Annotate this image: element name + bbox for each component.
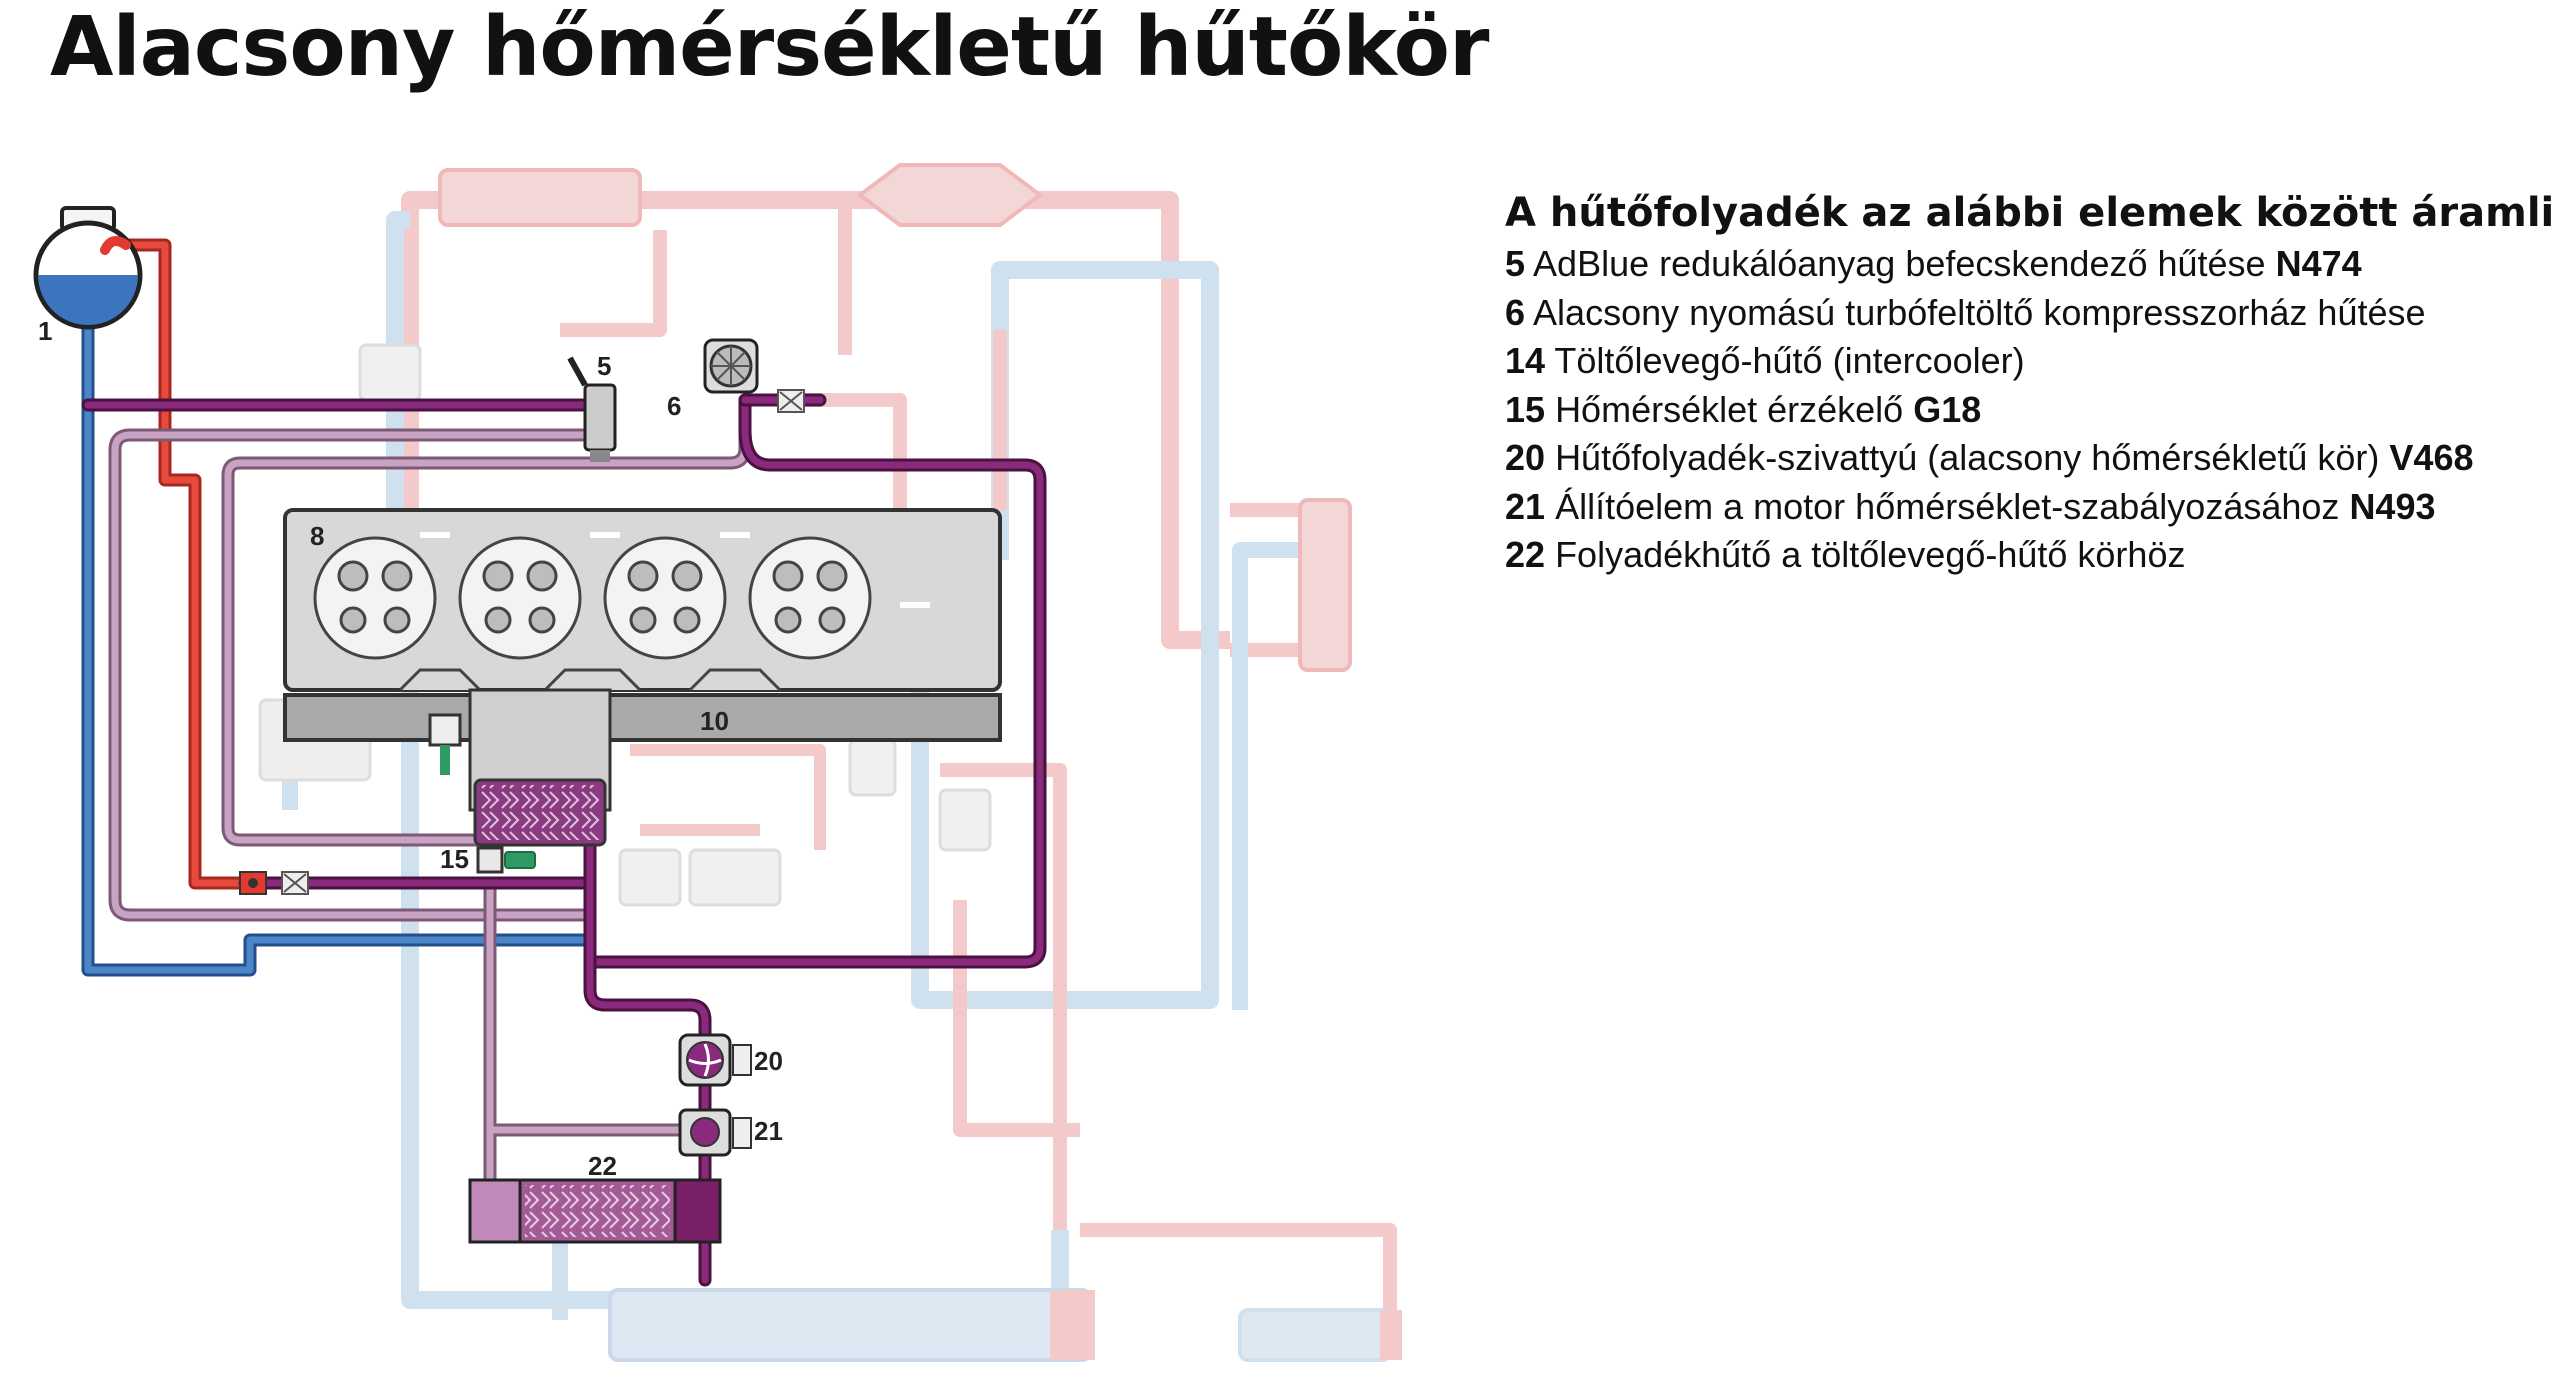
legend-item-code: N474 xyxy=(2275,243,2362,284)
legend-item-code: N493 xyxy=(2349,485,2436,527)
legend-item-number: 22 xyxy=(1505,534,1546,575)
lt-radiator xyxy=(468,1178,722,1244)
legend-item-code: V468 xyxy=(2389,437,2474,478)
legend-item: 21 Állítóelem a motor hőmérséklet-szabál… xyxy=(1505,483,2545,532)
legend-item: 14 Töltőlevegő-hűtő (intercooler) xyxy=(1505,337,2545,386)
legend-item-text: Hűtőfolyadék-szivattyú (alacsony hőmérsé… xyxy=(1555,437,2380,478)
legend-item-text: Folyadékhűtő a töltőlevegő-hűtő körhöz xyxy=(1555,534,2186,575)
label-10: 10 xyxy=(700,706,729,736)
label-1: 1 xyxy=(38,316,52,346)
legend-item-number: 15 xyxy=(1505,388,1546,430)
legend-item: 15 Hőmérséklet érzékelő G18 xyxy=(1505,386,2545,435)
adblue-injector xyxy=(567,356,617,462)
line-valves xyxy=(239,389,805,895)
legend-item-text: AdBlue redukálóanyag befecskendező hűtés… xyxy=(1533,243,2266,284)
legend-item-text: Alacsony nyomású turbófeltöltő kompressz… xyxy=(1533,291,2426,333)
label-15: 15 xyxy=(440,844,469,874)
label-8: 8 xyxy=(310,521,324,551)
legend-item: 6 Alacsony nyomású turbófeltöltő kompres… xyxy=(1505,289,2545,338)
legend: A hűtőfolyadék az alábbi elemek között á… xyxy=(1505,190,2556,580)
legend-item-text: Töltőlevegő-hűtő (intercooler) xyxy=(1554,340,2025,381)
legend-item-number: 20 xyxy=(1505,437,1546,478)
label-5: 5 xyxy=(597,351,611,381)
legend-item: 5 AdBlue redukálóanyag befecskendező hűt… xyxy=(1505,240,2545,289)
intercooler xyxy=(473,778,607,847)
coolant-pump xyxy=(678,1033,752,1087)
legend-item-text: Állítóelem a motor hőmérséklet-szabályoz… xyxy=(1555,485,2340,527)
turbocharger xyxy=(703,338,759,394)
legend-item-code: G18 xyxy=(1913,388,1982,430)
legend-item: 20 Hűtőfolyadék-szivattyú (alacsony hőmé… xyxy=(1505,434,2545,483)
legend-item-number: 6 xyxy=(1505,291,1526,333)
legend-item-number: 21 xyxy=(1505,485,1546,527)
inactive-circuit xyxy=(258,163,1402,1362)
label-22: 22 xyxy=(588,1151,617,1181)
page-title: Alacsony hőmérsékletű hűtőkör xyxy=(50,0,1489,95)
legend-heading: A hűtőfolyadék az alábbi elemek között á… xyxy=(1505,190,2556,236)
label-21: 21 xyxy=(754,1116,783,1146)
label-6: 6 xyxy=(667,391,681,421)
expansion-tank xyxy=(33,206,143,330)
legend-item-text: Hőmérséklet érzékelő xyxy=(1555,388,1904,430)
legend-item: 22 Folyadékhűtő a töltőlevegő-hűtő körhö… xyxy=(1505,531,2545,580)
legend-item-number: 14 xyxy=(1505,340,1546,381)
label-20: 20 xyxy=(754,1046,783,1076)
cooling-circuit-diagram: 1 5 6 8 10 15 20 21 22 xyxy=(33,163,1402,1362)
temperature-sensor xyxy=(476,846,536,874)
engine-block xyxy=(283,508,1002,812)
legend-item-number: 5 xyxy=(1505,243,1526,284)
thermostat-actuator xyxy=(678,1108,752,1157)
